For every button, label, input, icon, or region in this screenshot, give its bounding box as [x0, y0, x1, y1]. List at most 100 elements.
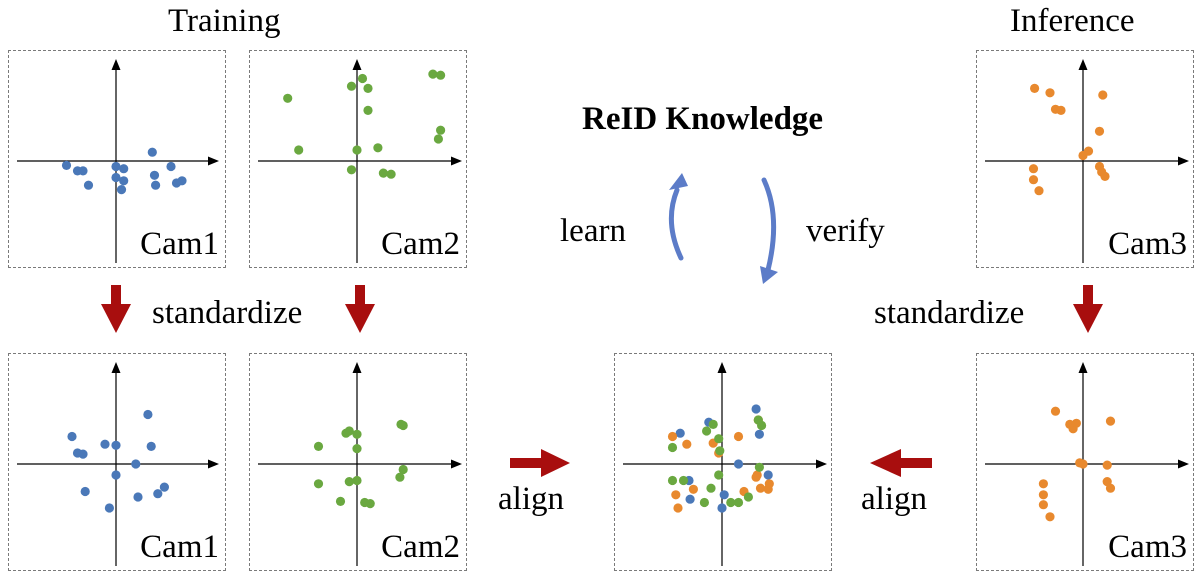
y-axis-arrowhead: [352, 59, 362, 70]
down-arrow-icon: [345, 285, 375, 333]
panel-aligned: [614, 353, 832, 571]
scatter-plot-train-cam1: [17, 59, 219, 263]
data-point-cam2: [283, 93, 293, 103]
data-point-cam1: [111, 470, 121, 480]
data-point-cam2: [706, 483, 716, 493]
down-arrow-icon: [1073, 285, 1103, 333]
data-point-cam1: [119, 164, 129, 174]
data-point-cam1: [133, 492, 143, 502]
data-point-cam1: [111, 440, 121, 450]
data-point-cam2: [395, 472, 405, 482]
data-point-cam3: [1071, 418, 1081, 428]
scatter-plot-std-cam1: [17, 362, 219, 566]
data-point-cam1: [717, 503, 727, 513]
data-point-cam3: [1034, 186, 1044, 196]
axes: [258, 59, 462, 263]
data-point-cam2: [386, 169, 396, 179]
data-point-cam2: [357, 73, 368, 84]
data-point-cam2: [667, 475, 678, 486]
data-point-cam3: [1030, 83, 1040, 93]
data-point-cam3: [671, 490, 681, 500]
data-point-cam3: [673, 503, 683, 513]
panel-train-cam3: Cam3: [976, 50, 1194, 268]
data-point-cam3: [667, 431, 678, 442]
data-point-cam3: [1105, 416, 1116, 426]
data-point-cam3: [1102, 460, 1112, 470]
data-point-cam1: [61, 160, 72, 170]
data-point-cam2: [678, 475, 689, 486]
data-point-cam1: [675, 428, 685, 438]
data-point-cam1: [67, 431, 77, 442]
data-point-cam3: [1045, 88, 1055, 98]
data-point-cam3: [755, 483, 766, 493]
data-point-cam2: [726, 497, 736, 508]
data-point-cam2: [714, 470, 724, 480]
data-point-cam3: [1028, 164, 1039, 174]
axes: [623, 362, 827, 566]
x-axis-arrowhead: [208, 156, 219, 166]
data-point-cam1: [166, 161, 176, 172]
data-point-cam3: [1056, 105, 1066, 115]
data-point-cam1: [719, 490, 729, 500]
data-point-cam3: [1098, 90, 1108, 100]
training-title: Training: [168, 3, 281, 39]
panel-std-cam3: Cam3: [976, 353, 1194, 571]
data-point-cam2: [294, 145, 304, 155]
scatter-plot-train-cam3: [985, 59, 1189, 263]
data-point-cam2: [335, 496, 346, 506]
data-point-cam1: [754, 429, 764, 439]
cam-label: Cam1: [140, 529, 219, 565]
data-point-cam3: [682, 439, 692, 449]
x-axis-arrowhead: [816, 459, 827, 469]
data-point-cam2: [428, 69, 438, 79]
data-point-cam1: [733, 459, 744, 469]
data-point-cam3: [1078, 459, 1088, 469]
data-point-cam3: [1038, 490, 1048, 500]
scatter-plot-std-cam2: [258, 362, 462, 566]
data-point-cam1: [111, 172, 121, 183]
panel-train-cam1: Cam1: [8, 50, 226, 268]
data-point-cam1: [80, 486, 90, 497]
x-axis-arrowhead: [451, 156, 462, 166]
align-label-left: align: [498, 481, 564, 517]
axes: [985, 59, 1189, 263]
x-axis-arrowhead: [1178, 156, 1189, 166]
data-point-cam3: [1038, 479, 1048, 489]
data-point-cam1: [131, 459, 141, 469]
data-point-cam2: [436, 125, 446, 135]
x-axis-arrowhead: [1178, 459, 1189, 469]
data-point-cam2: [398, 464, 408, 475]
down-arrow-icon: [101, 285, 131, 333]
data-point-cam1: [111, 161, 121, 172]
data-point-cam1: [159, 482, 169, 492]
data-point-cam3: [1038, 500, 1048, 510]
data-point-cam1: [143, 409, 153, 420]
data-point-cam1: [153, 489, 163, 499]
data-point-cam1: [147, 147, 157, 157]
data-point-cam1: [685, 494, 695, 504]
data-point-cam2: [398, 420, 408, 431]
scatter-plot-aligned: [623, 362, 827, 566]
data-point-cam2: [757, 420, 767, 431]
data-point-cam1: [83, 180, 94, 190]
y-axis-arrowhead: [717, 362, 727, 373]
y-axis-arrowhead: [1078, 362, 1088, 373]
cam-label: Cam3: [1108, 529, 1187, 565]
data-point-cam2: [436, 70, 446, 80]
standardize-label-training: standardize: [152, 295, 303, 331]
data-point-cam3: [1050, 406, 1061, 416]
data-point-cam3: [1094, 126, 1105, 136]
data-point-cam1: [104, 503, 114, 513]
data-point-cam2: [346, 81, 357, 91]
data-point-cam2: [733, 497, 744, 508]
data-point-cam1: [116, 185, 127, 195]
data-point-cam2: [363, 105, 373, 115]
data-point-cam2: [702, 426, 712, 436]
x-axis-arrowhead: [451, 459, 462, 469]
axes: [258, 362, 462, 566]
data-point-cam3: [1105, 483, 1116, 493]
data-point-cam1: [78, 166, 88, 176]
align-label-right: align: [861, 481, 927, 517]
inference-title: Inference: [1010, 3, 1135, 39]
